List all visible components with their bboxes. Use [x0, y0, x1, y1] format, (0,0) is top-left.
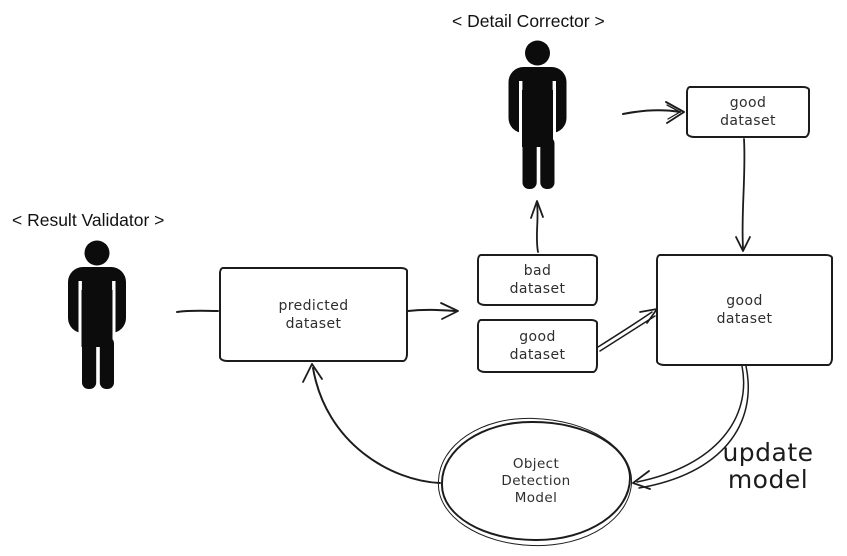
- actor-label-detail-corrector: < Detail Corrector >: [452, 11, 605, 31]
- person-icon-result-validator: [67, 239, 127, 390]
- edge-label-line: update: [722, 438, 814, 467]
- node-label-line: predicted: [278, 297, 349, 314]
- node-label-line: good: [519, 329, 556, 345]
- node-good-dataset-top: good dataset: [686, 86, 810, 138]
- arrow-validator-to-predicted: [176, 309, 219, 313]
- node-label-line: dataset: [509, 281, 566, 297]
- arrow-into-good-dataset-top: [622, 101, 685, 124]
- edge-label-line: model: [727, 465, 809, 494]
- node-label-line: dataset: [716, 311, 773, 327]
- actor-label-result-validator: < Result Validator >: [12, 210, 165, 230]
- edge-label-update-model: update model: [718, 439, 818, 493]
- node-label-line: bad: [523, 263, 552, 279]
- person-icon-detail-corrector: [507, 39, 568, 190]
- node-label-line: dataset: [509, 347, 566, 363]
- node-label-line: dataset: [720, 113, 776, 129]
- node-label-line: Model: [514, 489, 558, 506]
- arrow-predicted-to-datasets: [407, 302, 459, 320]
- arrow-bad-dataset-to-corrector: [530, 200, 544, 253]
- node-label-line: good: [726, 293, 763, 309]
- arrow-model-to-predicted: [302, 363, 441, 484]
- arrow-good-top-to-good-large: [735, 138, 751, 252]
- arrow-good-small-to-good-large: [597, 308, 658, 352]
- node-label-line: Object: [512, 455, 560, 472]
- node-good-dataset-small: good dataset: [477, 319, 598, 373]
- node-good-dataset-large: good dataset: [656, 254, 833, 366]
- node-predicted-dataset: predicted dataset: [219, 267, 408, 362]
- node-label-line: dataset: [285, 315, 342, 332]
- node-bad-dataset: bad dataset: [477, 254, 598, 306]
- node-label-line: Detection: [501, 472, 571, 489]
- node-object-detection-model: Object Detection Model: [441, 421, 631, 541]
- node-label-line: good: [729, 95, 767, 111]
